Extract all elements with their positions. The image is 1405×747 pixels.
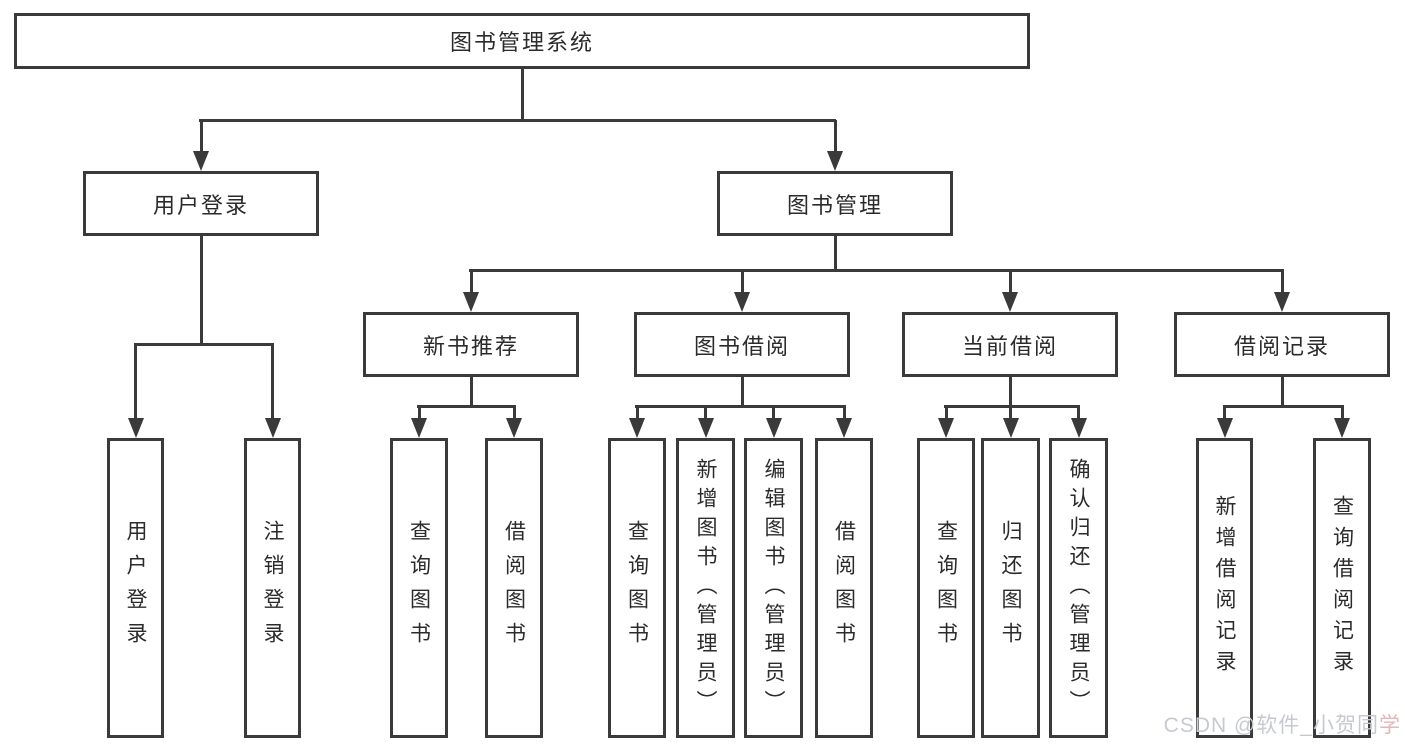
connector-line	[1280, 377, 1284, 408]
connector-line	[1008, 377, 1012, 408]
arrow-down-head	[827, 151, 843, 171]
arrow-shaft	[1223, 406, 1226, 420]
arrow-down-head	[938, 418, 954, 438]
arrow-shaft	[842, 406, 846, 420]
box-book-borrow: 图书借阅	[634, 312, 850, 377]
connector-line	[417, 404, 516, 408]
arrow-shaft	[134, 344, 137, 420]
box-leaf-nb-query: 查询图书	[390, 438, 448, 738]
arrow-shaft	[1280, 270, 1284, 294]
box-label: 图书管理	[786, 192, 883, 218]
box-label: 图书借阅	[693, 333, 790, 359]
arrow-down-head	[1002, 292, 1018, 312]
box-new-book-rec: 新书推荐	[363, 312, 579, 377]
box-label: 编辑图书（管理员）	[762, 457, 785, 719]
arrow-shaft	[512, 406, 516, 420]
connector-line	[944, 404, 1080, 408]
arrow-down-head	[127, 418, 144, 438]
arrow-down-head	[193, 151, 209, 171]
box-leaf-nb-borrow: 借阅图书	[485, 438, 543, 738]
arrow-down-head	[836, 418, 852, 438]
arrow-shaft	[1340, 406, 1344, 420]
arrow-shaft	[1008, 270, 1012, 294]
arrow-down-head	[734, 292, 750, 312]
box-label: 查询图书	[407, 520, 431, 656]
arrow-shaft	[199, 120, 203, 153]
box-user-login: 用户登录	[83, 171, 319, 236]
arrow-shaft	[944, 406, 948, 420]
box-label: 归还图书	[999, 520, 1022, 656]
arrow-shaft	[1077, 406, 1080, 420]
arrow-down-head	[1216, 418, 1233, 438]
connector-line	[520, 69, 524, 122]
box-leaf-cb-confirm: 确认归还（管理员）	[1049, 438, 1108, 738]
arrow-down-head	[506, 418, 522, 438]
arrow-down-head	[1002, 418, 1019, 438]
box-leaf-bb-query: 查询图书	[608, 438, 666, 738]
arrow-down-head	[1274, 292, 1290, 312]
arrow-shaft	[833, 120, 837, 153]
connector-line	[134, 342, 274, 346]
box-label: 新增图书（管理员）	[694, 457, 717, 719]
box-label: 图书管理系统	[449, 30, 594, 55]
watermark-accent: 学	[1379, 714, 1401, 737]
arrow-shaft	[271, 344, 274, 420]
arrow-shaft	[740, 270, 744, 294]
box-label: 新书推荐	[422, 333, 519, 359]
connector-line	[1223, 404, 1344, 408]
box-label: 查询图书	[625, 520, 649, 656]
arrow-down-head	[411, 418, 427, 438]
box-leaf-bb-add: 新增图书（管理员）	[676, 438, 735, 738]
box-leaf-cb-query: 查询图书	[917, 438, 975, 738]
box-label: 当前借阅	[961, 333, 1058, 359]
arrow-shaft	[1009, 406, 1012, 420]
arrow-shaft	[635, 406, 639, 420]
connector-line	[740, 377, 744, 408]
box-leaf-bb-borrow: 借阅图书	[815, 438, 873, 738]
connector-line	[199, 236, 203, 346]
arrow-down-head	[1070, 418, 1087, 438]
box-current-borrow: 当前借阅	[902, 312, 1118, 377]
box-label: 确认归还（管理员）	[1067, 457, 1090, 719]
watermark-text: CSDN @软件_小贺同	[1163, 714, 1379, 737]
connector-line	[469, 268, 1284, 272]
box-leaf-br-query: 查询借阅记录	[1313, 438, 1371, 738]
box-label: 查询借阅记录	[1330, 495, 1354, 681]
box-label: 注销登录	[261, 520, 284, 656]
box-leaf-logout: 注销登录	[244, 438, 301, 738]
arrow-down-head	[765, 418, 782, 438]
arrow-down-head	[697, 418, 714, 438]
connector-line	[833, 236, 837, 272]
box-leaf-cb-return: 归还图书	[981, 438, 1040, 738]
arrow-down-head	[629, 418, 645, 438]
arrow-down-head	[463, 292, 479, 312]
watermark: CSDN @软件_小贺同学	[1164, 709, 1401, 739]
box-label: 借阅图书	[832, 520, 856, 656]
box-label: 用户登录	[124, 520, 147, 656]
connector-line	[199, 118, 836, 122]
box-label: 新增借阅记录	[1213, 495, 1236, 681]
box-label: 借阅记录	[1233, 333, 1330, 359]
box-book-mgmt: 图书管理	[717, 171, 953, 236]
arrow-down-head	[1334, 418, 1350, 438]
box-label: 查询图书	[934, 520, 958, 656]
box-label: 借阅图书	[502, 520, 526, 656]
box-leaf-br-add: 新增借阅记录	[1196, 438, 1253, 738]
arrow-shaft	[469, 270, 473, 294]
connector-line	[469, 377, 473, 408]
arrow-shaft	[772, 406, 775, 420]
box-root: 图书管理系统	[14, 13, 1030, 69]
arrow-shaft	[704, 406, 707, 420]
connector-line	[635, 404, 846, 408]
box-leaf-user-login: 用户登录	[107, 438, 164, 738]
box-borrow-record: 借阅记录	[1174, 312, 1390, 377]
arrow-down-head	[264, 418, 281, 438]
arrow-shaft	[417, 406, 421, 420]
box-leaf-bb-edit: 编辑图书（管理员）	[744, 438, 803, 738]
box-label: 用户登录	[152, 192, 249, 218]
